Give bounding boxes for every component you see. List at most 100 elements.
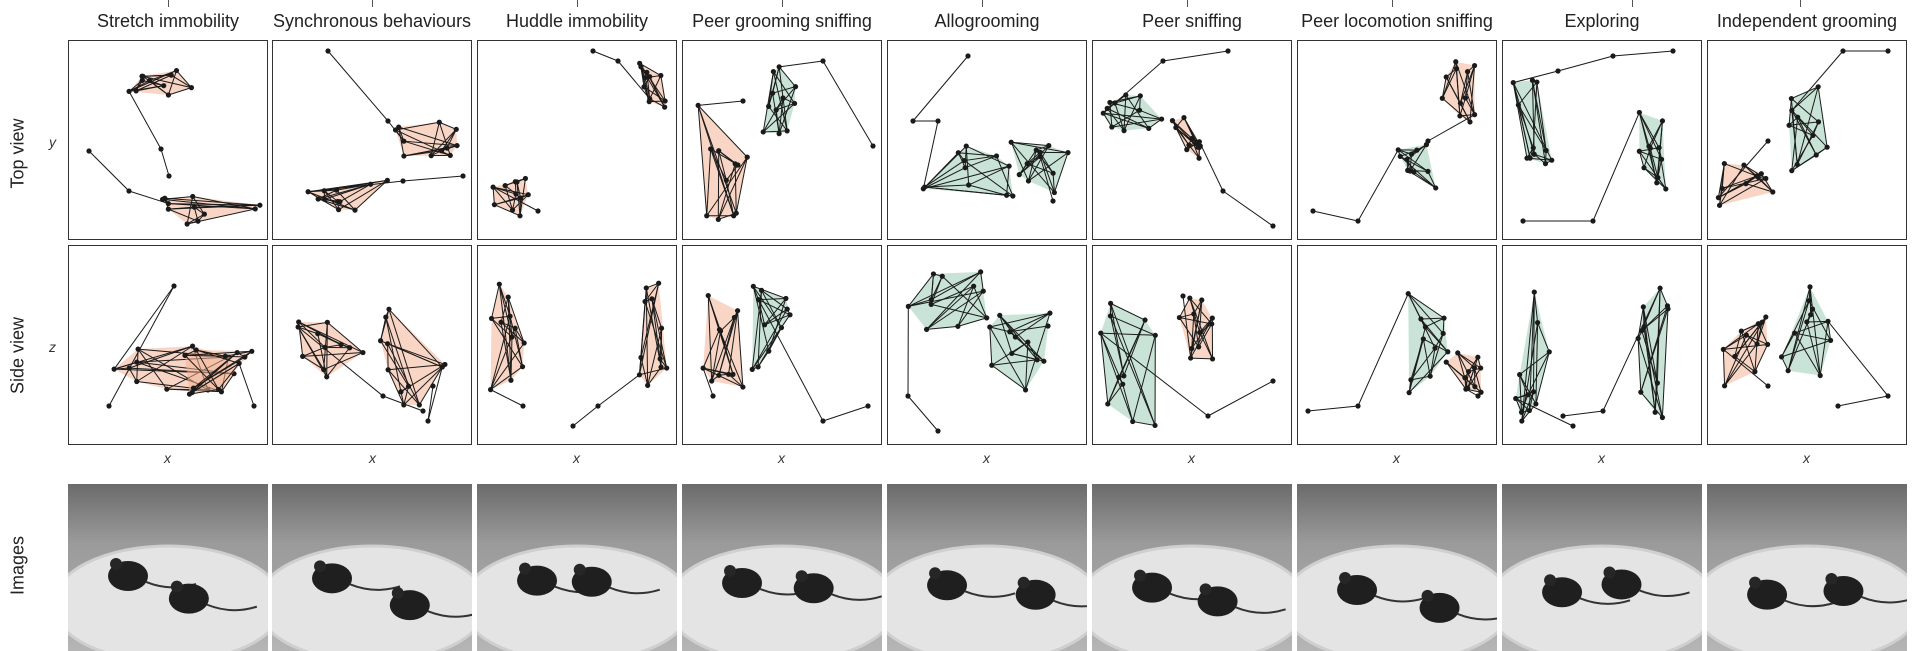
- body-keypoint: [1024, 161, 1030, 167]
- body-keypoint: [1406, 390, 1412, 396]
- arena-rim: [477, 544, 677, 651]
- arena-rim: [1297, 544, 1497, 651]
- axis-label-x: x: [164, 450, 171, 466]
- body-keypoint: [787, 312, 793, 318]
- skeleton-edge: [720, 317, 735, 332]
- skeleton-edge: [500, 321, 525, 344]
- body-keypoint: [252, 206, 258, 212]
- body-keypoint: [905, 303, 911, 310]
- body-keypoint: [1467, 119, 1473, 125]
- body-keypoint: [784, 128, 790, 134]
- skeleton-edge: [999, 315, 1013, 354]
- skeleton-edge: [1819, 321, 1829, 376]
- skeleton-edge: [926, 271, 982, 330]
- body-keypoint: [791, 100, 798, 107]
- skeleton-edge: [494, 204, 521, 217]
- skeleton-edge: [1517, 104, 1531, 159]
- skeleton-edge: [1534, 153, 1552, 161]
- tail-keypoint: [460, 173, 466, 179]
- tail-edge: [702, 367, 714, 397]
- skeleton-edge: [1531, 80, 1546, 164]
- body-keypoint: [928, 301, 934, 307]
- skeleton-edge: [1794, 332, 1831, 341]
- body-keypoint: [647, 74, 653, 80]
- skeleton-edge: [498, 284, 512, 381]
- tail-keypoint: [1270, 223, 1276, 229]
- body-keypoint: [1478, 365, 1484, 371]
- body-keypoint: [416, 402, 422, 408]
- skeleton-plot: [1100, 48, 1276, 229]
- skeleton-edge: [1445, 76, 1461, 104]
- skeleton-edge: [1791, 117, 1799, 171]
- skeleton-edge: [1006, 166, 1010, 196]
- tail-keypoint: [166, 173, 172, 179]
- skeleton-edge: [1178, 317, 1200, 348]
- skeleton-edge: [923, 165, 1010, 190]
- body-keypoint: [755, 297, 762, 303]
- body-keypoint: [1635, 335, 1641, 342]
- body-keypoint: [111, 366, 117, 372]
- skeleton-edge: [1806, 321, 1821, 376]
- axis-label-x: x: [1188, 450, 1195, 466]
- arena-rim: [1092, 544, 1292, 651]
- body-keypoint: [643, 285, 649, 291]
- skeleton-edge: [706, 156, 748, 217]
- skeleton-edge: [1719, 178, 1767, 206]
- skeleton-edge: [302, 352, 363, 357]
- skeleton-edge: [1797, 116, 1814, 136]
- tail-keypoint: [1425, 138, 1431, 144]
- tail-edge: [758, 299, 824, 422]
- skeleton-edge: [763, 130, 788, 133]
- body-keypoint: [1808, 312, 1814, 318]
- skeleton-edge: [1175, 127, 1200, 159]
- body-keypoint: [1471, 62, 1478, 69]
- skeleton-edge: [1788, 124, 1814, 136]
- skeleton-edge: [323, 190, 340, 210]
- body-keypoint: [1721, 383, 1728, 389]
- skeleton-edge: [1148, 118, 1162, 129]
- tail-edge: [1837, 395, 1889, 407]
- body-keypoint: [1655, 174, 1661, 181]
- skeleton-edge: [403, 140, 458, 147]
- animal-body-region: [1011, 142, 1068, 193]
- body-keypoint: [517, 195, 524, 201]
- body-keypoint: [324, 374, 330, 380]
- skeleton-edge: [1011, 352, 1038, 361]
- tail-keypoint: [1355, 403, 1361, 409]
- axis-label-x: x: [1598, 450, 1605, 466]
- body-keypoint: [1462, 375, 1468, 381]
- tail-edge: [1827, 321, 1889, 397]
- skeleton-edge: [1533, 292, 1535, 392]
- animal-body-region: [490, 284, 525, 390]
- body-keypoint: [1107, 313, 1114, 319]
- skeleton-edge: [973, 285, 988, 319]
- skeleton-plot: [487, 280, 670, 429]
- skeleton-edge: [931, 303, 987, 319]
- body-keypoint: [377, 338, 384, 344]
- skeleton-edge: [1123, 319, 1146, 377]
- skeleton-edge: [1400, 149, 1418, 157]
- tail-edge: [592, 50, 619, 62]
- mouse-ear: [1199, 583, 1212, 596]
- body-keypoint: [1108, 300, 1114, 306]
- body-keypoint: [778, 325, 785, 331]
- tail-keypoint: [870, 143, 876, 149]
- animal-body-region: [698, 105, 748, 220]
- skeleton-edge: [1794, 332, 1821, 376]
- skeleton-edge: [651, 298, 668, 369]
- skeleton-edge: [1183, 117, 1200, 148]
- skeleton-edge: [735, 157, 748, 214]
- tail-edge: [912, 55, 969, 122]
- tail-keypoint: [1045, 323, 1051, 329]
- body-keypoint: [296, 319, 302, 325]
- arena-rim: [887, 544, 1087, 651]
- body-keypoint: [385, 367, 391, 373]
- body-keypoint: [1209, 356, 1216, 362]
- body-keypoint: [1657, 285, 1663, 291]
- body-keypoint: [396, 124, 402, 130]
- skeleton-edge: [1407, 293, 1422, 320]
- skeleton-edge: [1467, 367, 1482, 389]
- skeleton-edge: [1193, 313, 1200, 347]
- body-keypoint: [1196, 139, 1202, 145]
- body-keypoint: [1806, 298, 1812, 304]
